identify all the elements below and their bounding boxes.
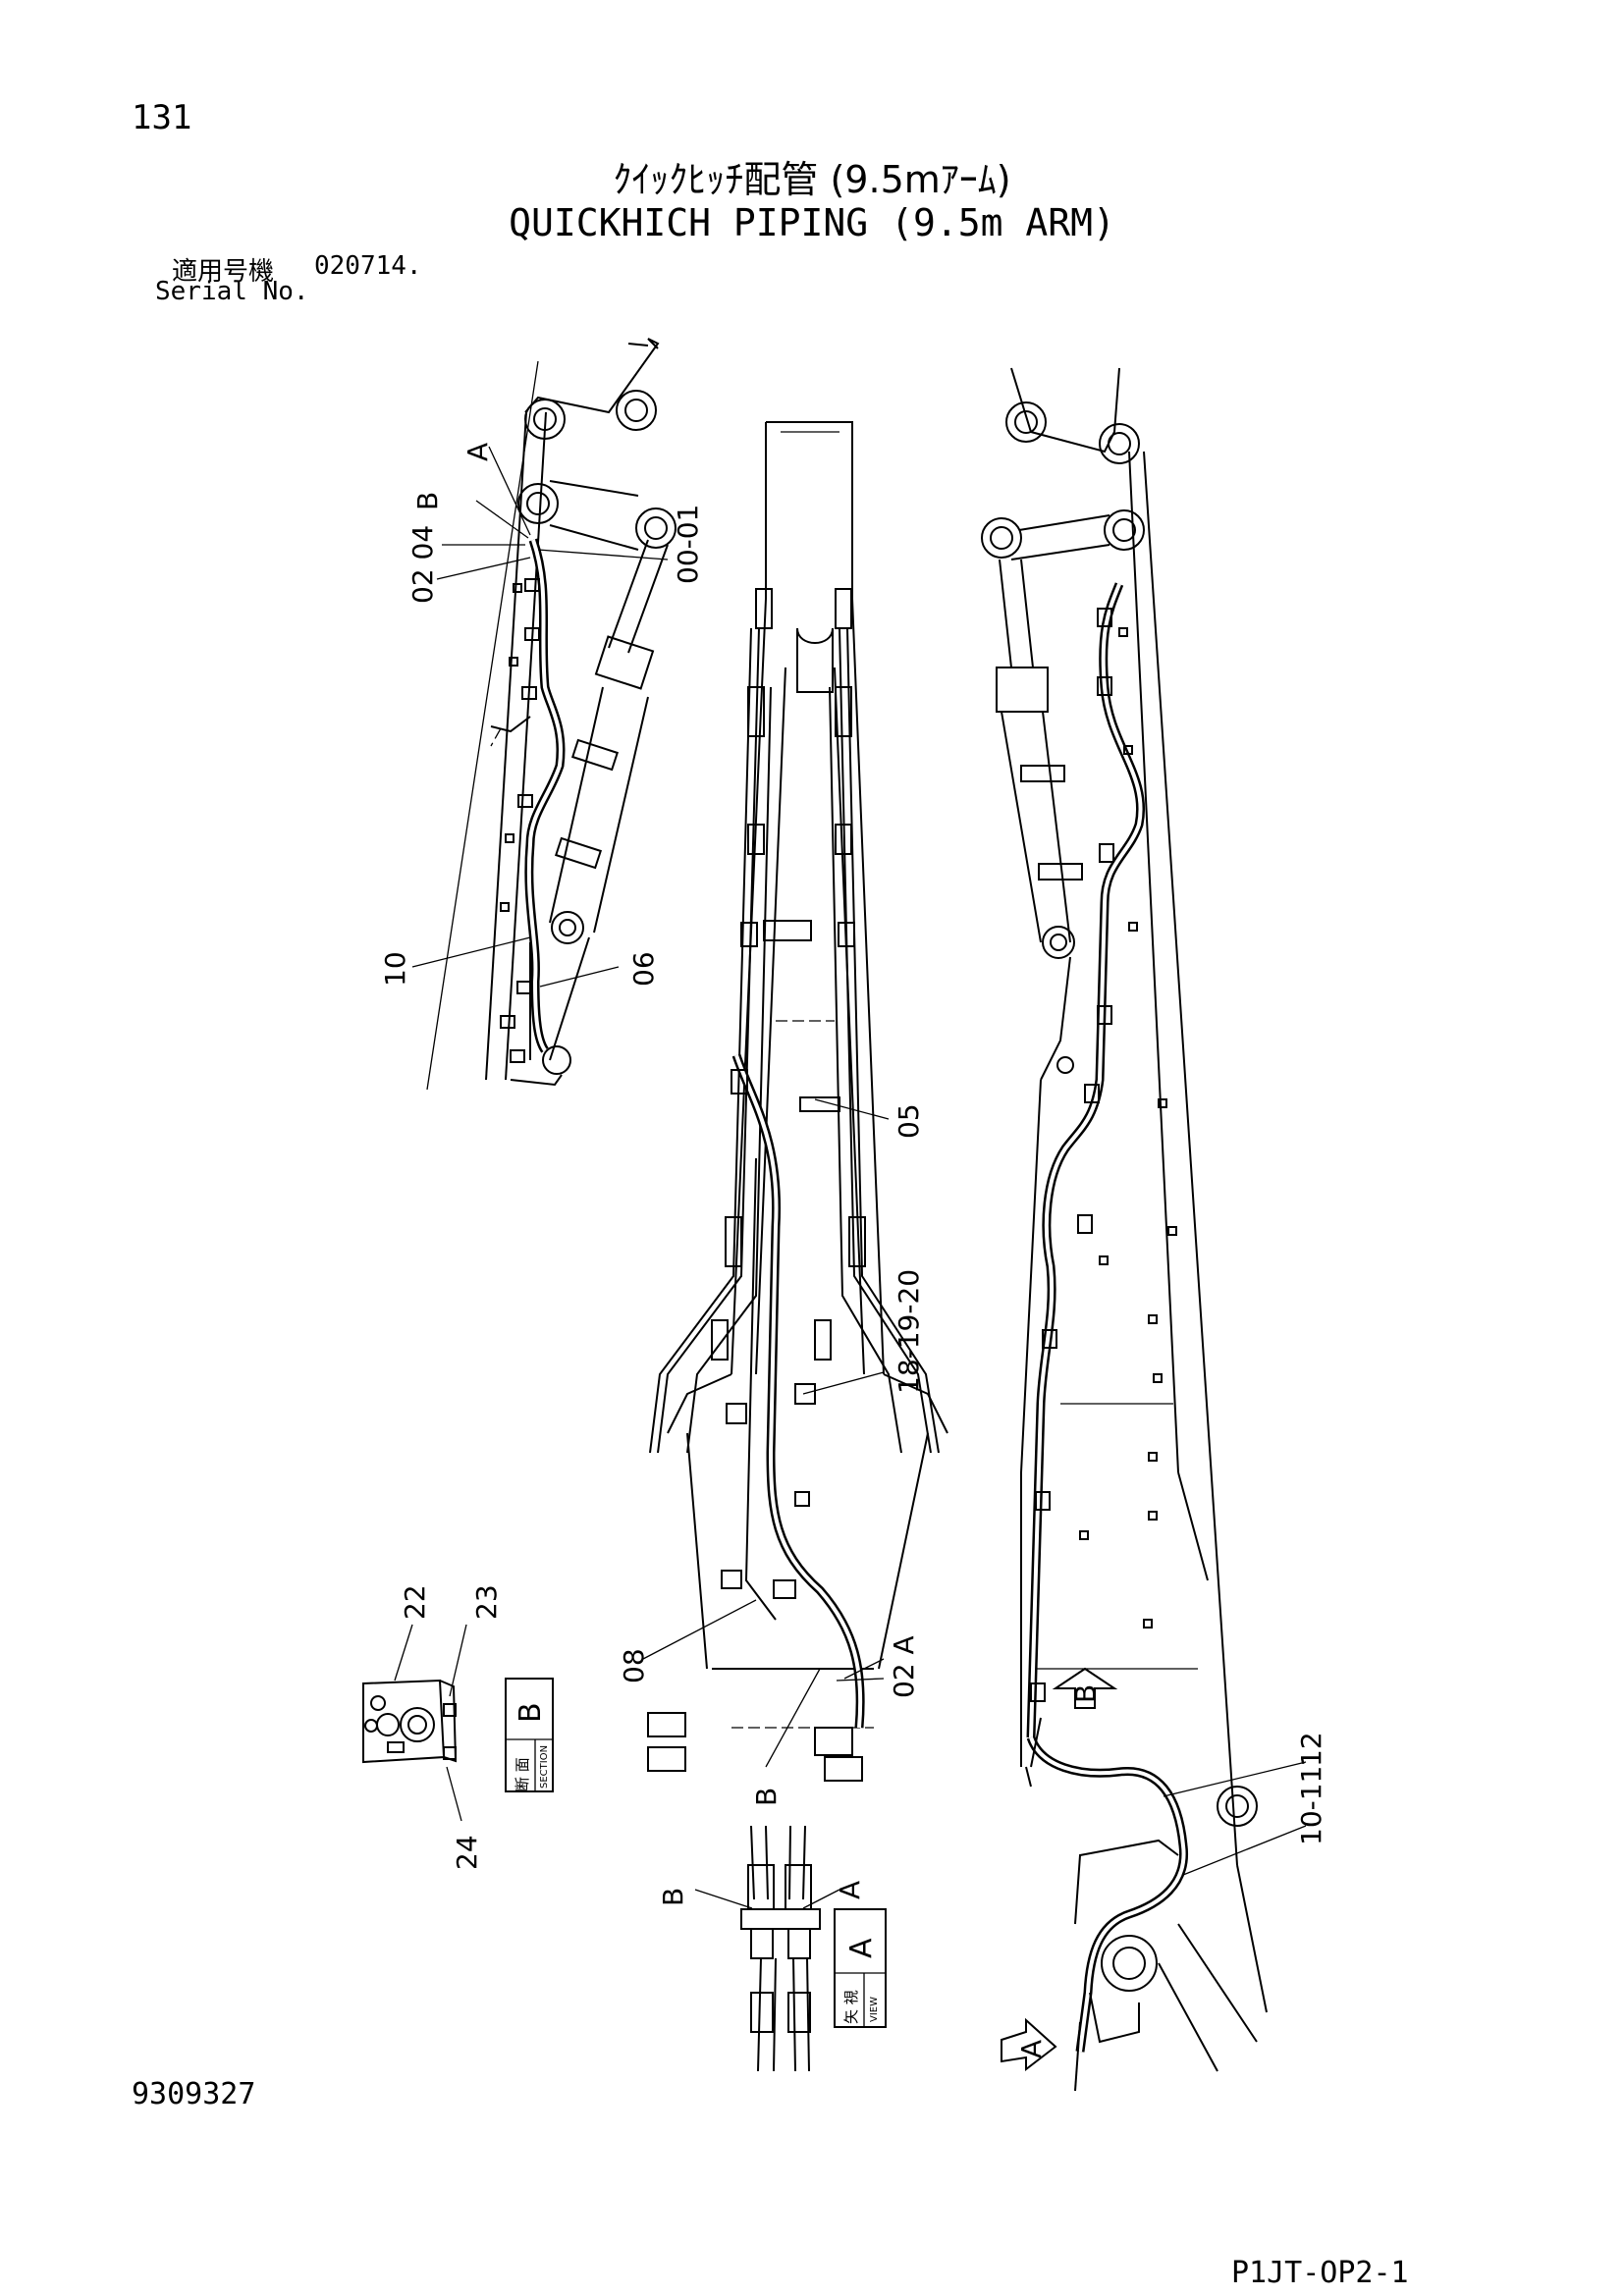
middle-arm-top-view — [647, 421, 948, 1782]
arrow-view-a — [1001, 2017, 1057, 2072]
callout-labels: A B 02 04 00-01 10 06 05 18-19-20 08 02 … — [379, 443, 1327, 2058]
section-b-label-box: 断 面 SECTION B — [505, 1678, 554, 1792]
view-a-label-box: 矢 視 VIEW A — [834, 1908, 887, 2028]
serial-number-value: 020714. — [314, 251, 422, 281]
view-box-kanji: 矢 視 — [842, 1990, 860, 2024]
section-box-label: SECTION — [539, 1745, 550, 1789]
callout-mid-08: 08 — [618, 1648, 650, 1683]
callout-view-b: B — [657, 1888, 689, 1906]
callout-left-b: B — [411, 492, 444, 510]
callout-section-22: 22 — [399, 1584, 431, 1620]
callout-mid-05: 05 — [893, 1103, 925, 1139]
left-callout-leaders — [411, 446, 669, 988]
callout-left-06: 06 — [627, 951, 660, 987]
right-callout-leaders — [1163, 1761, 1307, 1876]
callout-arrow-b: B — [1069, 1684, 1102, 1703]
callout-mid-02-a: 02 A — [888, 1635, 920, 1698]
right-arm-side-view — [981, 367, 1268, 2092]
section-b-detail — [362, 1624, 467, 1822]
document-number: 9309327 — [132, 2077, 256, 2111]
section-box-letter: B — [514, 1702, 548, 1723]
callout-left-00-01: 00-01 — [672, 505, 704, 584]
title-english: QUICKHICH PIPING (9.5m ARM) — [509, 201, 1115, 244]
title-japanese: ｸｲｯｸﾋｯﾁ配管 (9.5mｱｰﾑ) — [613, 158, 1011, 201]
callout-section-23: 23 — [470, 1584, 503, 1620]
view-box-letter: A — [844, 1938, 879, 1958]
callout-mid-b: B — [750, 1788, 783, 1806]
view-a-detail — [694, 1825, 840, 2072]
left-arm-side-view — [426, 338, 677, 1091]
callout-left-10: 10 — [379, 951, 411, 987]
callout-section-24: 24 — [451, 1835, 483, 1870]
callout-mid-18-19-20: 18-19-20 — [893, 1269, 925, 1394]
view-box-label: VIEW — [869, 1997, 880, 2022]
callout-right-10-11: 10-11 — [1295, 1766, 1327, 1845]
serial-label-japanese: 適用号機 — [172, 257, 275, 287]
callout-left-02-04: 02 04 — [406, 525, 439, 604]
serial-label-english: Serial No. — [155, 277, 309, 306]
page-code: P1JT-OP2-1 — [1231, 2256, 1409, 2290]
callout-view-a: A — [834, 1881, 866, 1899]
callout-left-a: A — [461, 443, 494, 461]
page-number: 131 — [132, 98, 192, 137]
middle-callout-leaders — [642, 1098, 890, 1768]
arrow-view-b — [1052, 1667, 1118, 1709]
callout-right-12: 12 — [1295, 1732, 1327, 1767]
section-box-kanji: 断 面 — [514, 1757, 531, 1791]
callout-arrow-a: A — [1015, 2040, 1048, 2058]
